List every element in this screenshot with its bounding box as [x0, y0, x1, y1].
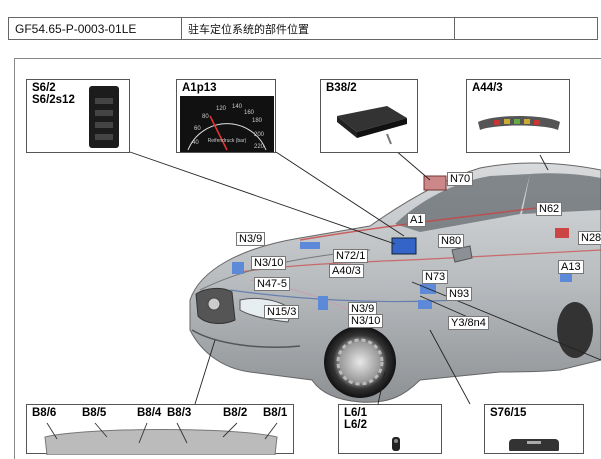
header-extra-cell [454, 17, 598, 40]
callout-n47-5: N47-5 [254, 277, 290, 291]
rain-light-sensor-icon [337, 106, 407, 145]
b8-5-label: B8/5 [82, 407, 107, 419]
dial-tick-140: 140 [232, 104, 243, 110]
b8-1-label: B8/1 [263, 407, 288, 419]
inset-a1p13: A1p13 Reifendruck (bar) 40 60 80 120 140… [176, 79, 276, 153]
b8-3-label: B8/3 [167, 407, 192, 419]
b8-6-label: B8/6 [32, 407, 57, 419]
dial-tick-200: 200 [254, 132, 265, 138]
inset-a1p13-label: A1p13 [182, 82, 217, 94]
callout-n73: N73 [422, 270, 449, 284]
inset-s76-15: S76/15 [484, 404, 584, 454]
inset-a44-3-label: A44/3 [472, 82, 503, 94]
inset-b38-2-label: B38/2 [326, 82, 357, 94]
car-illustration [189, 162, 601, 403]
dial-tick-220: 220 [254, 144, 265, 150]
callout-n70: N70 [447, 172, 474, 186]
dial-caption: Reifendruck (bar) [208, 138, 247, 144]
inset-s76-15-label: S76/15 [490, 407, 527, 419]
b8-2-label: B8/2 [223, 407, 248, 419]
callout-n72-1: N72/1 [333, 249, 369, 263]
inset-l6: L6/1 L6/2 [338, 404, 442, 454]
callout-n15-3: N15/3 [264, 305, 300, 319]
callout-n3-10-top: N3/10 [251, 256, 287, 270]
wheel-speed-sensor-icon [392, 437, 400, 451]
dial-tick-120: 120 [216, 106, 227, 112]
b8-4-label: B8/4 [137, 407, 162, 419]
inset-l6-2-label: L6/2 [344, 419, 368, 431]
bumper-sensor-icon [44, 422, 278, 455]
document-id: GF54.65-P-0003-01LE [8, 17, 182, 40]
inset-b38-2: B38/2 [320, 79, 418, 153]
component-location-diagram [129, 149, 601, 405]
callout-n28: N28 [578, 231, 601, 245]
leader-lines [129, 149, 601, 405]
inset-l6-1-label: L6/1 [344, 407, 368, 419]
dial-tick-60: 60 [194, 126, 201, 132]
callout-n80: N80 [438, 234, 465, 248]
inset-s6-2-label: S6/2 [32, 82, 56, 94]
switch-panel-icon [89, 86, 119, 148]
callout-y3-8n4: Y3/8n4 [448, 316, 489, 330]
callout-a13: A13 [558, 260, 584, 274]
dial-tick-80: 80 [202, 114, 209, 120]
callout-n62: N62 [536, 202, 563, 216]
inset-a44-3: A44/3 [466, 79, 570, 153]
callout-a1: A1 [407, 213, 427, 227]
switch-button-icon [509, 439, 559, 451]
dial-tick-160: 160 [244, 110, 255, 116]
dial-tick-180: 180 [252, 118, 263, 124]
instrument-cluster-icon: Reifendruck (bar) 40 60 80 120 140 160 1… [180, 96, 274, 152]
inset-s6-2: S6/2 S6/2s12 [26, 79, 130, 153]
callout-n3-9-top: N3/9 [236, 232, 266, 246]
diagram-frame [14, 58, 601, 459]
callout-n3-10-bot: N3/10 [348, 314, 384, 328]
callout-a40-3: A40/3 [329, 264, 364, 278]
inset-b8-sensors: B8/6 B8/5 B8/4 B8/3 B8/2 B8/1 [26, 404, 294, 455]
parking-indicator-icon [478, 116, 560, 130]
callout-n93: N93 [446, 287, 473, 301]
dial-tick-40: 40 [192, 140, 199, 146]
document-header: GF54.65-P-0003-01LE 驻车定位系统的部件位置 [8, 17, 598, 40]
inset-s6-2s12-label: S6/2s12 [32, 94, 75, 106]
